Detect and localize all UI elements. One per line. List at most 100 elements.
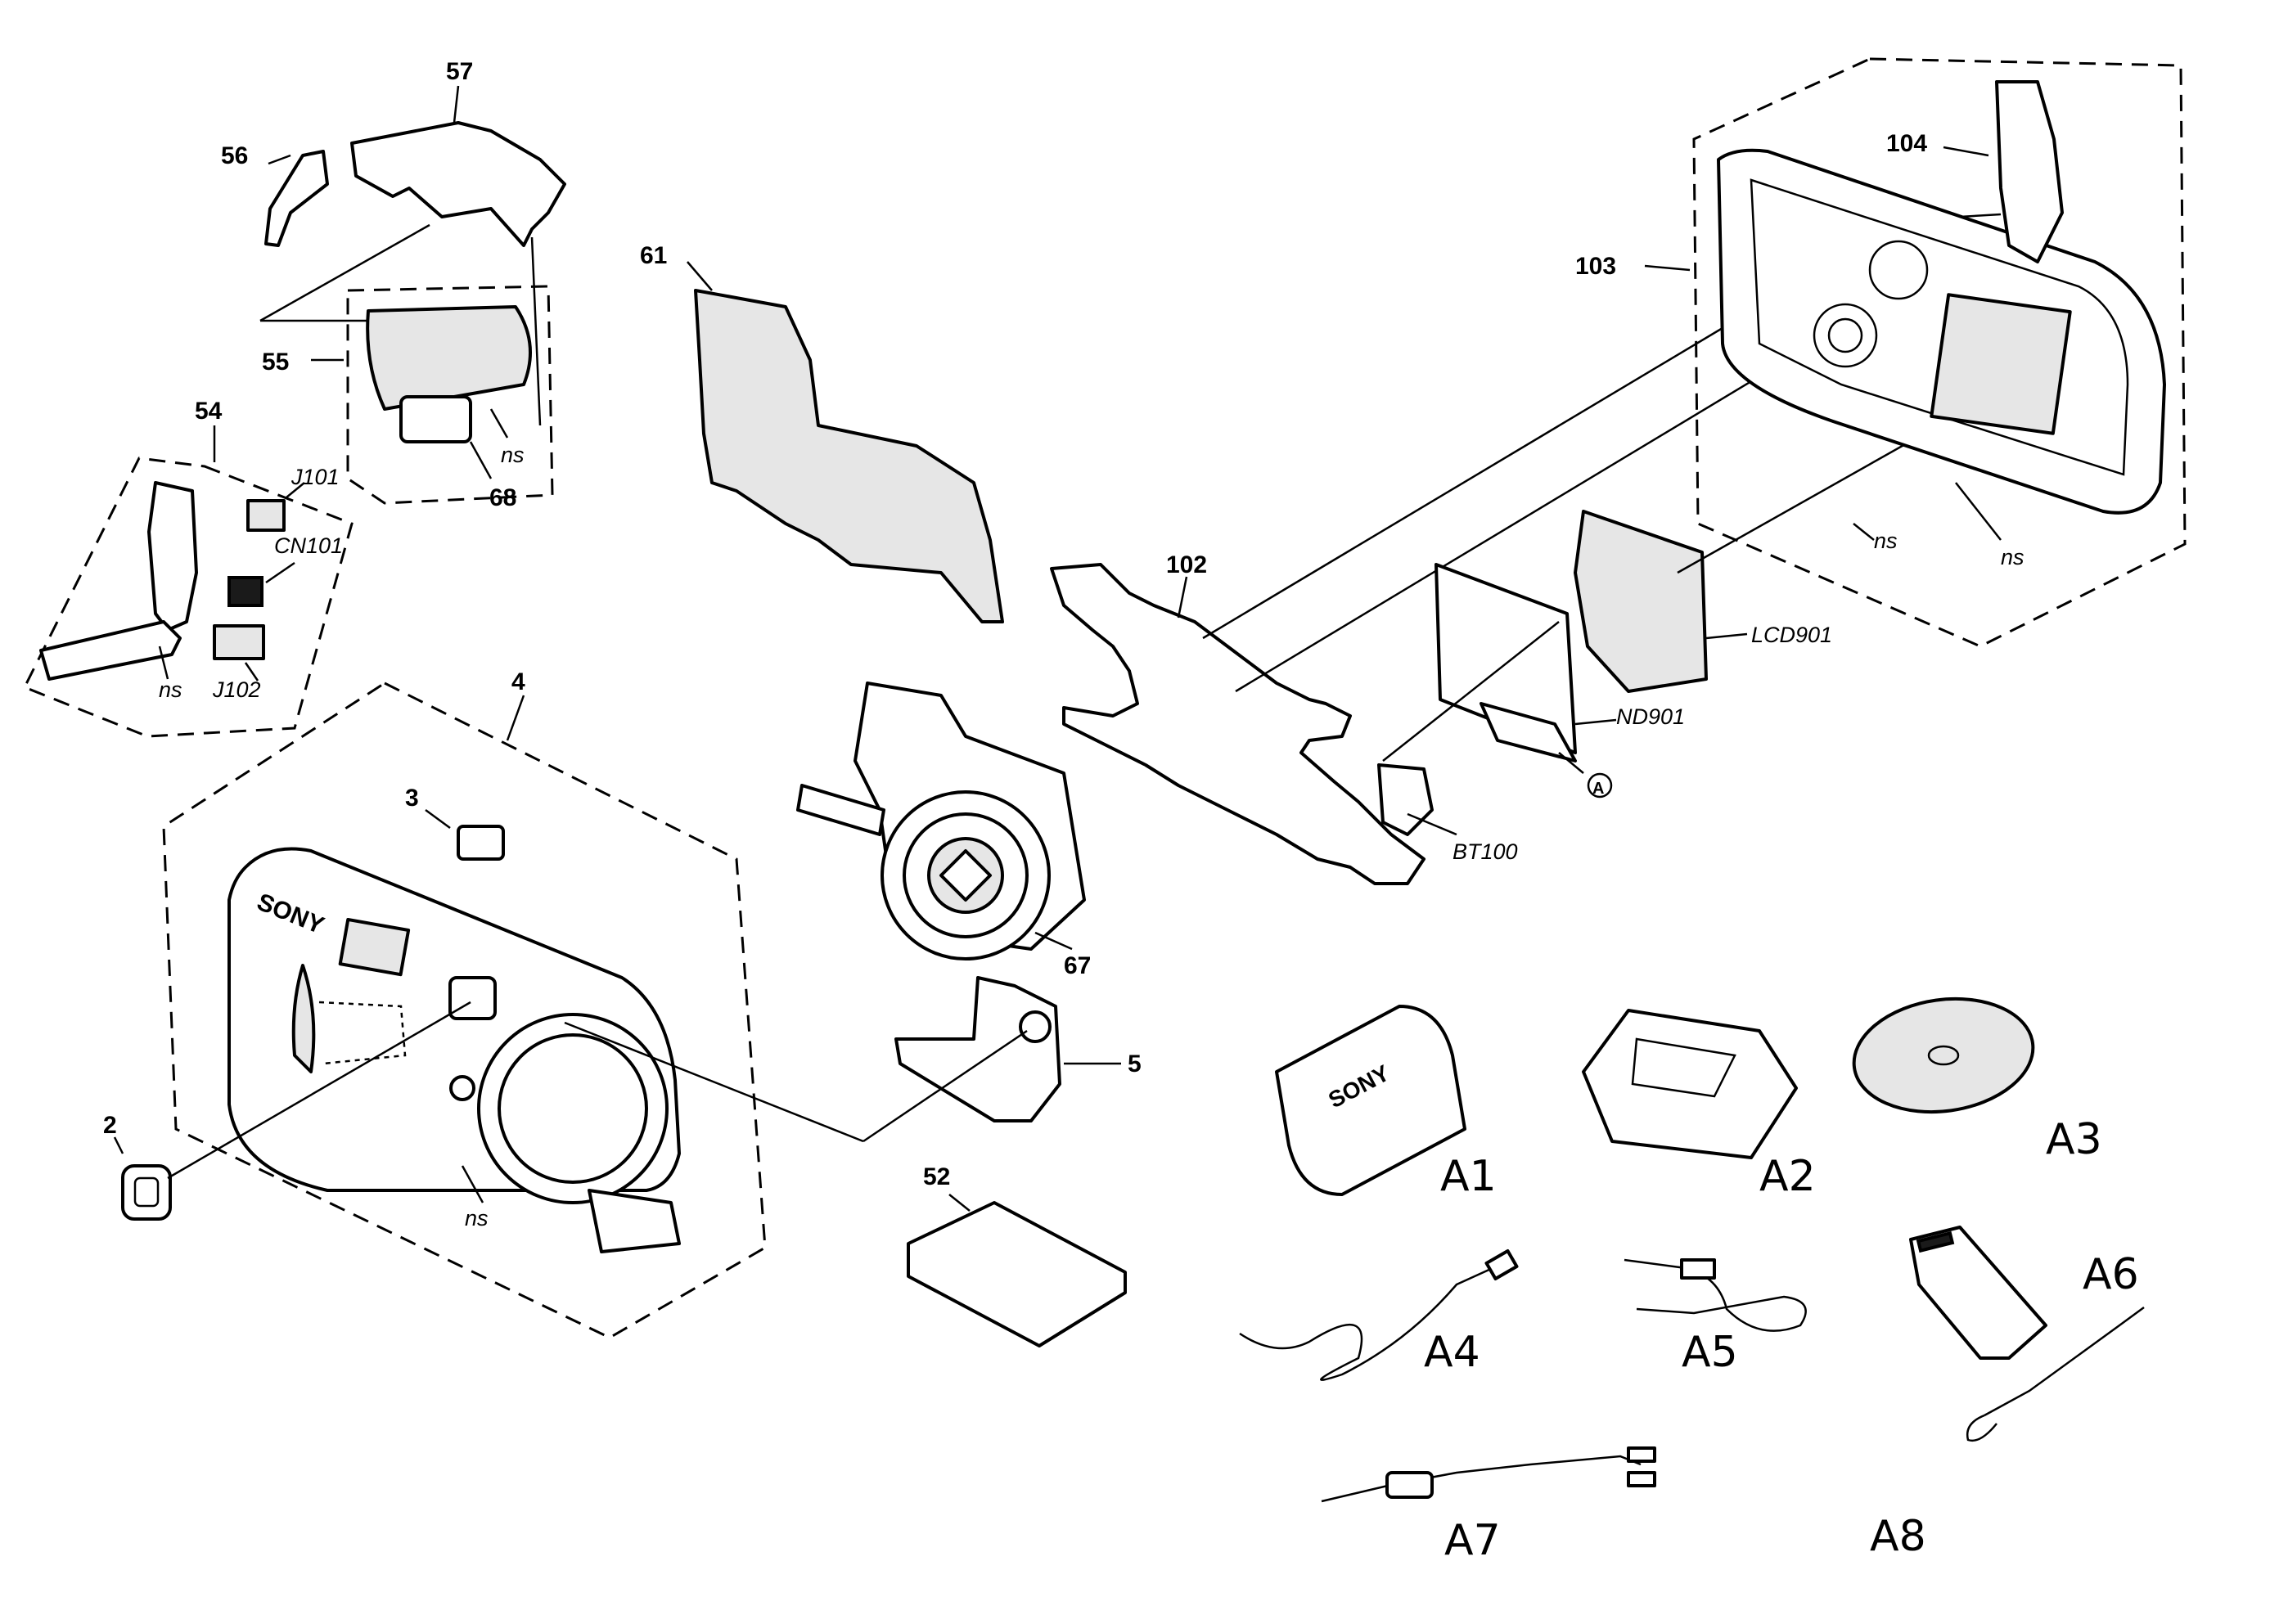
label-3: 3 [405, 785, 419, 812]
video-cable [1321, 1455, 1642, 1503]
label-lcd901: LCD901 [1751, 623, 1832, 647]
jack-board-flex [39, 620, 182, 681]
jack-j102 [213, 624, 265, 660]
rear-dial-inner [1827, 317, 1863, 353]
assembly-55: 55 68 ns [262, 285, 554, 511]
rear-control [1868, 240, 1929, 300]
leader-ns-103b [1955, 482, 2002, 541]
label-cn101: CN101 [274, 533, 343, 558]
accessory-a4: A4 [1239, 1248, 1519, 1381]
memory-stick-contacts [1916, 1230, 1955, 1253]
label-104: 104 [1886, 130, 1927, 157]
battery-pack [1275, 1005, 1466, 1196]
leader-cn101 [265, 561, 295, 584]
wrist-strap [1984, 1306, 2145, 1417]
part-102: 102 BT100 [1050, 322, 1822, 885]
panel-lcd901 [1574, 510, 1708, 693]
leader-ns-103a [1853, 523, 1875, 541]
label-ns-54: ns [159, 677, 182, 702]
assembly-line-5a [564, 1021, 864, 1143]
jack-j101 [246, 499, 286, 532]
charger-slot [1631, 1037, 1736, 1098]
software-cd-hole [1927, 1045, 1960, 1066]
label-j101: J101 [291, 465, 340, 489]
part-5-bracket [894, 976, 1061, 1122]
label-67: 67 [1064, 952, 1091, 979]
panel-nd901 [1435, 563, 1577, 754]
part-52: 52 [907, 1163, 1127, 1347]
label-56: 56 [221, 142, 248, 169]
video-plug-1 [1627, 1446, 1656, 1463]
accessory-a2: A2 [1582, 1009, 1816, 1201]
label-ns-103b: ns [2001, 545, 2025, 569]
label-2: 2 [103, 1112, 117, 1139]
part-104-door [1995, 80, 2064, 263]
assembly-103-boundary [1692, 57, 2187, 648]
rear-lcd-window [1930, 293, 2072, 435]
part-3-switch [457, 825, 505, 861]
lens-aperture [939, 849, 992, 902]
front-cover-tab [588, 1189, 681, 1253]
label-a4: A4 [1424, 1328, 1480, 1377]
part-5: 5 [564, 976, 1142, 1143]
label-5: 5 [1128, 1050, 1142, 1077]
leader-102 [1177, 576, 1188, 619]
part-52-card [907, 1201, 1127, 1347]
accessory-a3: A3 [1852, 996, 2102, 1164]
leader-104 [1943, 146, 1989, 157]
part-68-flash-tube [399, 395, 472, 443]
leader-lcd901 [1705, 632, 1748, 640]
leader-nd901 [1574, 718, 1617, 726]
label-54: 54 [195, 398, 223, 425]
label-a7: A7 [1444, 1516, 1501, 1565]
label-57: 57 [446, 58, 473, 85]
assembly-line-56 [259, 223, 430, 322]
label-a5: A5 [1682, 1328, 1738, 1377]
video-cable-ferrite [1385, 1471, 1434, 1499]
usb-plug [1484, 1248, 1519, 1281]
part-2-inner [133, 1176, 160, 1208]
assembly-line-57 [530, 236, 542, 426]
accessory-a1: SONY A1 [1275, 1005, 1497, 1201]
assembly-54-boundary [22, 457, 354, 738]
front-small-circle [449, 1075, 475, 1101]
part-56-flex [264, 150, 329, 247]
label-4: 4 [511, 668, 525, 695]
label-a1: A1 [1440, 1152, 1497, 1201]
label-nd901: ND901 [1616, 704, 1685, 729]
accessory-a7: A7 [1321, 1446, 1656, 1565]
label-bt100: BT100 [1453, 839, 1518, 864]
label-ns-55: ns [501, 443, 525, 467]
part-2-eyepiece [121, 1164, 172, 1221]
assembly-4: SONY 4 3 ns [162, 668, 767, 1339]
assembly-56-57: 56 57 [221, 58, 566, 426]
leader-52 [948, 1194, 971, 1212]
label-ns-103a: ns [1874, 529, 1898, 553]
lens-block-flex [796, 784, 885, 836]
label-a6: A6 [2083, 1250, 2139, 1299]
leader-67 [1034, 931, 1073, 951]
label-61: 61 [640, 242, 667, 269]
part-5-gear [1019, 1010, 1052, 1043]
assembly-54: 54 J101 CN101 J102 ns [22, 398, 354, 738]
leader-bt100 [1407, 812, 1457, 836]
av-cable-a5 [1624, 1258, 1807, 1332]
leader-ns-54 [158, 646, 169, 680]
ref-a-circle [1587, 772, 1613, 799]
label-68: 68 [489, 484, 516, 511]
label-102: 102 [1166, 551, 1207, 578]
frame-102-battery-clip [1377, 763, 1434, 836]
rear-dial [1813, 303, 1878, 368]
assembly-line-2 [167, 1001, 471, 1180]
label-55: 55 [262, 349, 289, 376]
part-61: 61 [640, 242, 1004, 623]
battery-charger [1582, 1009, 1798, 1159]
assembly-4-boundary [162, 682, 767, 1339]
label-103: 103 [1575, 253, 1616, 280]
display-panels: ND901 LCD901 A [1382, 391, 1998, 799]
leader-56 [268, 154, 291, 165]
main-board-61 [694, 289, 1004, 623]
software-cd [1852, 996, 2035, 1114]
frame-102 [1050, 563, 1426, 885]
leader-4 [506, 695, 525, 741]
